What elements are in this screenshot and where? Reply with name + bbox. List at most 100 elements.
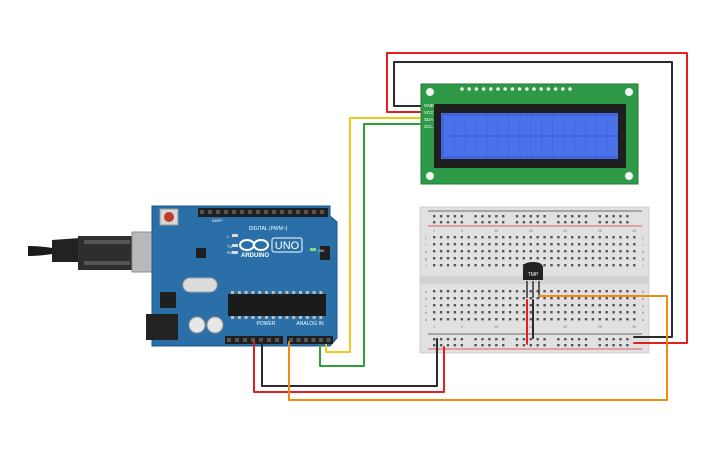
breadboard-hole bbox=[453, 257, 457, 260]
chip-pin bbox=[285, 291, 289, 294]
lcd-char-cell bbox=[487, 116, 498, 135]
breadboard-hole bbox=[557, 243, 560, 246]
breadboard-column-label: 1 bbox=[433, 325, 435, 329]
breadboard-hole bbox=[543, 250, 546, 253]
breadboard-hole bbox=[571, 290, 574, 293]
lcd-header-pin bbox=[481, 87, 486, 91]
lcd-header-pin bbox=[539, 87, 543, 91]
breadboard-hole bbox=[460, 297, 463, 300]
breadboard-hole bbox=[529, 304, 532, 307]
breadboard-hole bbox=[564, 297, 567, 300]
breadboard-row-label: b bbox=[642, 310, 645, 315]
breadboard-hole bbox=[460, 318, 463, 321]
breadboard-hole bbox=[453, 215, 457, 218]
wire-lcd-gnd[interactable] bbox=[393, 61, 673, 338]
breadboard-hole bbox=[598, 264, 601, 267]
breadboard-hole bbox=[598, 243, 601, 246]
header-hole bbox=[216, 210, 220, 214]
wire-gnd-arduino[interactable] bbox=[261, 338, 438, 387]
header-hole bbox=[280, 210, 284, 214]
chip-pin bbox=[292, 291, 296, 294]
breadboard-hole bbox=[564, 311, 567, 314]
breadboard-hole bbox=[564, 243, 567, 246]
breadboard-hole bbox=[508, 311, 512, 314]
breadboard-row-label: d bbox=[642, 296, 644, 301]
lcd-header-pin bbox=[467, 87, 472, 91]
temperature-sensor[interactable]: TMP bbox=[523, 262, 543, 298]
wire-scl[interactable] bbox=[319, 123, 421, 367]
breadboard-hole bbox=[584, 215, 588, 218]
chip-pin bbox=[312, 316, 316, 319]
wire-a0-sensor[interactable] bbox=[288, 295, 668, 401]
breadboard-hole bbox=[529, 290, 532, 293]
wire-sda[interactable] bbox=[325, 117, 421, 353]
arduino-uno-board[interactable]: DIGITAL (PWM~) AREF ARDUINO UNO L TX RX … bbox=[146, 205, 338, 347]
chip-pin bbox=[258, 316, 262, 319]
chip-pin bbox=[319, 316, 323, 319]
header-hole bbox=[267, 338, 271, 342]
breadboard-hole bbox=[515, 318, 519, 321]
header-hole bbox=[288, 210, 292, 214]
breadboard-hole bbox=[439, 257, 443, 260]
breadboard-hole bbox=[619, 243, 622, 246]
breadboard-hole bbox=[577, 311, 581, 314]
breadboard-hole bbox=[564, 338, 567, 341]
breadboard-hole bbox=[550, 290, 553, 293]
breadboard-hole bbox=[536, 304, 539, 307]
breadboard-hole bbox=[460, 236, 463, 239]
breadboard-hole bbox=[619, 304, 622, 307]
wires bbox=[253, 52, 688, 401]
breadboard-hole bbox=[433, 304, 436, 307]
breadboard-hole bbox=[612, 215, 615, 218]
wire-lcd-vcc[interactable] bbox=[386, 52, 688, 344]
breadboard-row-label: e bbox=[642, 289, 645, 294]
breadboard-hole bbox=[557, 318, 560, 321]
breadboard-hole bbox=[522, 318, 526, 321]
breadboard-hole bbox=[508, 264, 512, 267]
breadboard-hole bbox=[536, 236, 539, 239]
breadboard-hole bbox=[474, 344, 477, 347]
analog-header[interactable] bbox=[287, 336, 333, 344]
breadboard-hole bbox=[488, 236, 491, 239]
breadboard-hole bbox=[605, 290, 608, 293]
breadboard-hole bbox=[619, 221, 622, 224]
breadboard-hole bbox=[550, 264, 553, 267]
breadboard-hole bbox=[522, 338, 526, 341]
breadboard-hole bbox=[605, 318, 608, 321]
digital-header[interactable] bbox=[198, 208, 328, 217]
lcd-char-cell bbox=[596, 116, 607, 135]
header-hole bbox=[256, 210, 260, 214]
breadboard-hole bbox=[495, 264, 498, 267]
breadboard-column-label: 20 bbox=[563, 325, 567, 329]
breadboard-hole bbox=[446, 257, 450, 260]
breadboard-hole bbox=[577, 304, 581, 307]
breadboard-hole bbox=[584, 264, 588, 267]
breadboard-hole bbox=[536, 250, 539, 253]
chip-pin bbox=[299, 316, 302, 319]
brand-label: ARDUINO bbox=[241, 253, 269, 259]
breadboard-row-label: a bbox=[642, 317, 645, 322]
breadboard-hole bbox=[557, 311, 560, 314]
breadboard-hole bbox=[564, 264, 567, 267]
breadboard-hole bbox=[564, 290, 567, 293]
breadboard-hole bbox=[633, 264, 636, 267]
breadboard-hole bbox=[612, 264, 615, 267]
breadboard-hole bbox=[536, 311, 539, 314]
breadboard-row-label: i bbox=[426, 242, 427, 247]
breadboard-column-label: 25 bbox=[598, 229, 602, 233]
lcd-char-cell bbox=[607, 116, 618, 135]
breadboard-hole bbox=[508, 318, 512, 321]
wire-5v-arduino[interactable] bbox=[253, 341, 445, 393]
breadboard-hole bbox=[522, 290, 526, 293]
breadboard-hole bbox=[619, 236, 622, 239]
breadboard-hole bbox=[453, 297, 457, 300]
breadboard-hole bbox=[474, 215, 477, 218]
breadboard-hole bbox=[515, 257, 519, 260]
breadboard-hole bbox=[591, 297, 595, 300]
breadboard-hole bbox=[536, 338, 539, 341]
breadboard-hole bbox=[550, 304, 553, 307]
breadboard-hole bbox=[467, 311, 470, 314]
lcd-module[interactable]: GND VCC SDA SCL bbox=[420, 83, 639, 185]
breadboard-hole bbox=[571, 338, 574, 341]
breadboard-hole bbox=[481, 243, 484, 246]
